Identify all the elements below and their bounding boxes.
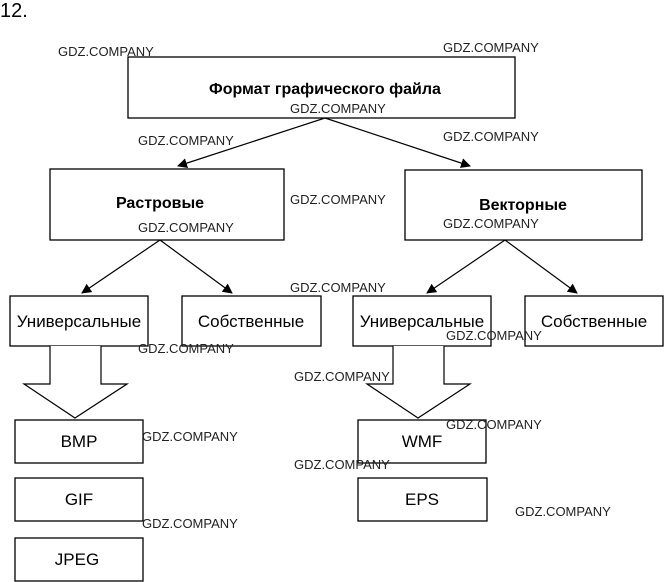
block-arrow-vector-universal (365, 346, 473, 419)
watermark-3: GDZ.COMPANY (290, 101, 386, 116)
node-gif: GIF (14, 477, 144, 522)
node-vector-universal: Универсальные (352, 295, 492, 347)
arrow-vector-own (504, 239, 578, 294)
node-raster-own: Собственные (181, 295, 322, 347)
arrow-raster-own (159, 239, 233, 294)
node-eps-label: EPS (405, 490, 439, 509)
watermark-16: GDZ.COMPANY (515, 504, 611, 519)
node-jpeg-label: JPEG (55, 550, 99, 569)
problem-number: 12. (0, 0, 28, 22)
node-raster-own-label: Собственные (198, 312, 304, 331)
node-raster-universal-label: Универсальные (17, 312, 141, 331)
watermark-5: GDZ.COMPANY (443, 129, 539, 144)
node-eps: EPS (357, 477, 488, 522)
node-root: Формат графического файла (127, 56, 516, 119)
node-bmp: BMP (14, 419, 144, 464)
watermark-4: GDZ.COMPANY (138, 133, 234, 148)
node-wmf: WMF (357, 419, 487, 464)
node-raster-label: Растровые (116, 195, 204, 212)
watermarks: GDZ.COMPANY GDZ.COMPANY GDZ.COMPANY GDZ.… (58, 40, 611, 531)
node-vector-universal-label: Универсальные (360, 312, 484, 331)
watermark-13: GDZ.COMPANY (446, 417, 542, 432)
node-vector: Векторные (404, 169, 643, 241)
watermark-11: GDZ.COMPANY (138, 341, 234, 356)
node-vector-label: Векторные (479, 197, 567, 214)
arrow-vector-universal (426, 239, 506, 294)
node-jpeg: JPEG (14, 537, 144, 582)
node-vector-own: Собственные (524, 295, 664, 347)
node-vector-own-label: Собственные (541, 312, 647, 331)
watermark-1: GDZ.COMPANY (58, 44, 154, 59)
watermark-14: GDZ.COMPANY (142, 429, 238, 444)
node-gif-label: GIF (65, 490, 93, 509)
arrow-root-vector (324, 117, 471, 168)
watermark-2: GDZ.COMPANY (443, 40, 539, 55)
node-bmp-label: BMP (61, 432, 98, 451)
watermark-9: GDZ.COMPANY (290, 280, 386, 295)
arrow-raster-universal (81, 239, 161, 294)
node-raster-universal: Универсальные (9, 295, 149, 347)
watermark-12: GDZ.COMPANY (294, 369, 390, 384)
block-arrow-raster-universal (22, 346, 130, 419)
watermark-15: GDZ.COMPANY (294, 457, 390, 472)
watermark-8: GDZ.COMPANY (443, 216, 539, 231)
watermark-10: GDZ.COMPANY (446, 328, 542, 343)
watermark-7: GDZ.COMPANY (138, 220, 234, 235)
node-raster: Растровые (49, 168, 285, 241)
watermark-17: GDZ.COMPANY (142, 516, 238, 531)
node-wmf-label: WMF (402, 432, 443, 451)
node-root-label: Формат графического файла (209, 81, 441, 98)
arrow-root-raster (177, 117, 326, 168)
watermark-6: GDZ.COMPANY (290, 192, 386, 207)
